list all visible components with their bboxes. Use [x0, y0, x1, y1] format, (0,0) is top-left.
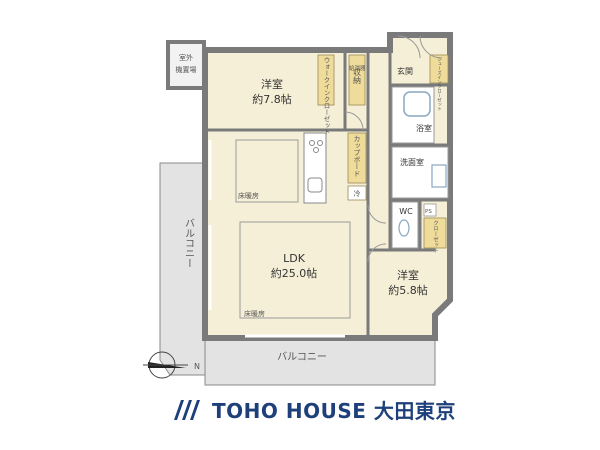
- windows: [208, 140, 345, 338]
- room-washroom: 洗面室: [400, 157, 424, 167]
- shoes-closet-label: シューズインクローゼット: [437, 57, 442, 111]
- stove-burner: [313, 147, 319, 153]
- kitchen-counter: [303, 132, 327, 204]
- shoes-closet-area: [429, 54, 449, 84]
- brand-name: TOHO HOUSE 大田東京: [212, 398, 456, 423]
- toilet: [398, 219, 410, 237]
- outdoor-unit-label-1: 室外: [179, 53, 193, 62]
- room-wc: WC: [399, 207, 413, 216]
- room-western1-area: 約7.8帖: [252, 92, 292, 106]
- outdoor-unit-area: [166, 40, 206, 90]
- walkin-closet-area: [317, 54, 335, 106]
- outdoor-unit-label-2: 機置場: [176, 65, 197, 74]
- room-western2-name: 洋室: [397, 268, 419, 282]
- kitchen-sink: [307, 177, 323, 193]
- floor-heating-label-1: 床暖房: [238, 191, 259, 200]
- room-western1-name: 洋室: [261, 77, 283, 91]
- ps-label: PS: [425, 209, 432, 215]
- kenzai-label: 給湯器: [349, 64, 366, 72]
- room-ldk-name: LDK: [283, 252, 306, 265]
- shuno-area: [348, 54, 366, 106]
- walkin-closet-label: ウォークインクローゼット: [322, 57, 330, 136]
- fridge-area: [347, 185, 367, 201]
- floor-heating-zone-1: [235, 139, 299, 203]
- balcony-bottom-label: バルコニー: [277, 351, 327, 363]
- brand-footer: TOHO HOUSE 大田東京: [172, 391, 456, 427]
- cupboard-area: [347, 132, 367, 184]
- toho-house-logo-icon: [174, 400, 200, 420]
- floor-heating-label-2: 床暖房: [244, 309, 265, 318]
- door-swings: [344, 35, 443, 263]
- balcony-side-label: バルコニー: [183, 218, 195, 268]
- stove-burner: [309, 140, 315, 146]
- room-entrance: 玄関: [397, 66, 413, 76]
- shuno-label: 収納: [353, 67, 362, 85]
- stove-burner: [317, 140, 323, 146]
- closet-label: クローゼット: [432, 220, 439, 254]
- room-western2-area: 約5.8帖: [388, 283, 428, 297]
- room-bath: 浴室: [416, 123, 432, 133]
- north-compass-icon: [143, 351, 188, 379]
- interior-walls: [205, 50, 450, 338]
- floor-heating-zone-2: [239, 221, 351, 319]
- fridge-label: 冷: [354, 189, 361, 198]
- ps-area: [423, 203, 437, 217]
- north-label: N: [194, 362, 200, 371]
- room-ldk-area: 約25.0帖: [271, 266, 318, 280]
- closet-area: [423, 217, 447, 249]
- cupboard-label: カップボード: [353, 135, 361, 177]
- washing-machine: [431, 164, 447, 188]
- bathtub: [403, 91, 431, 117]
